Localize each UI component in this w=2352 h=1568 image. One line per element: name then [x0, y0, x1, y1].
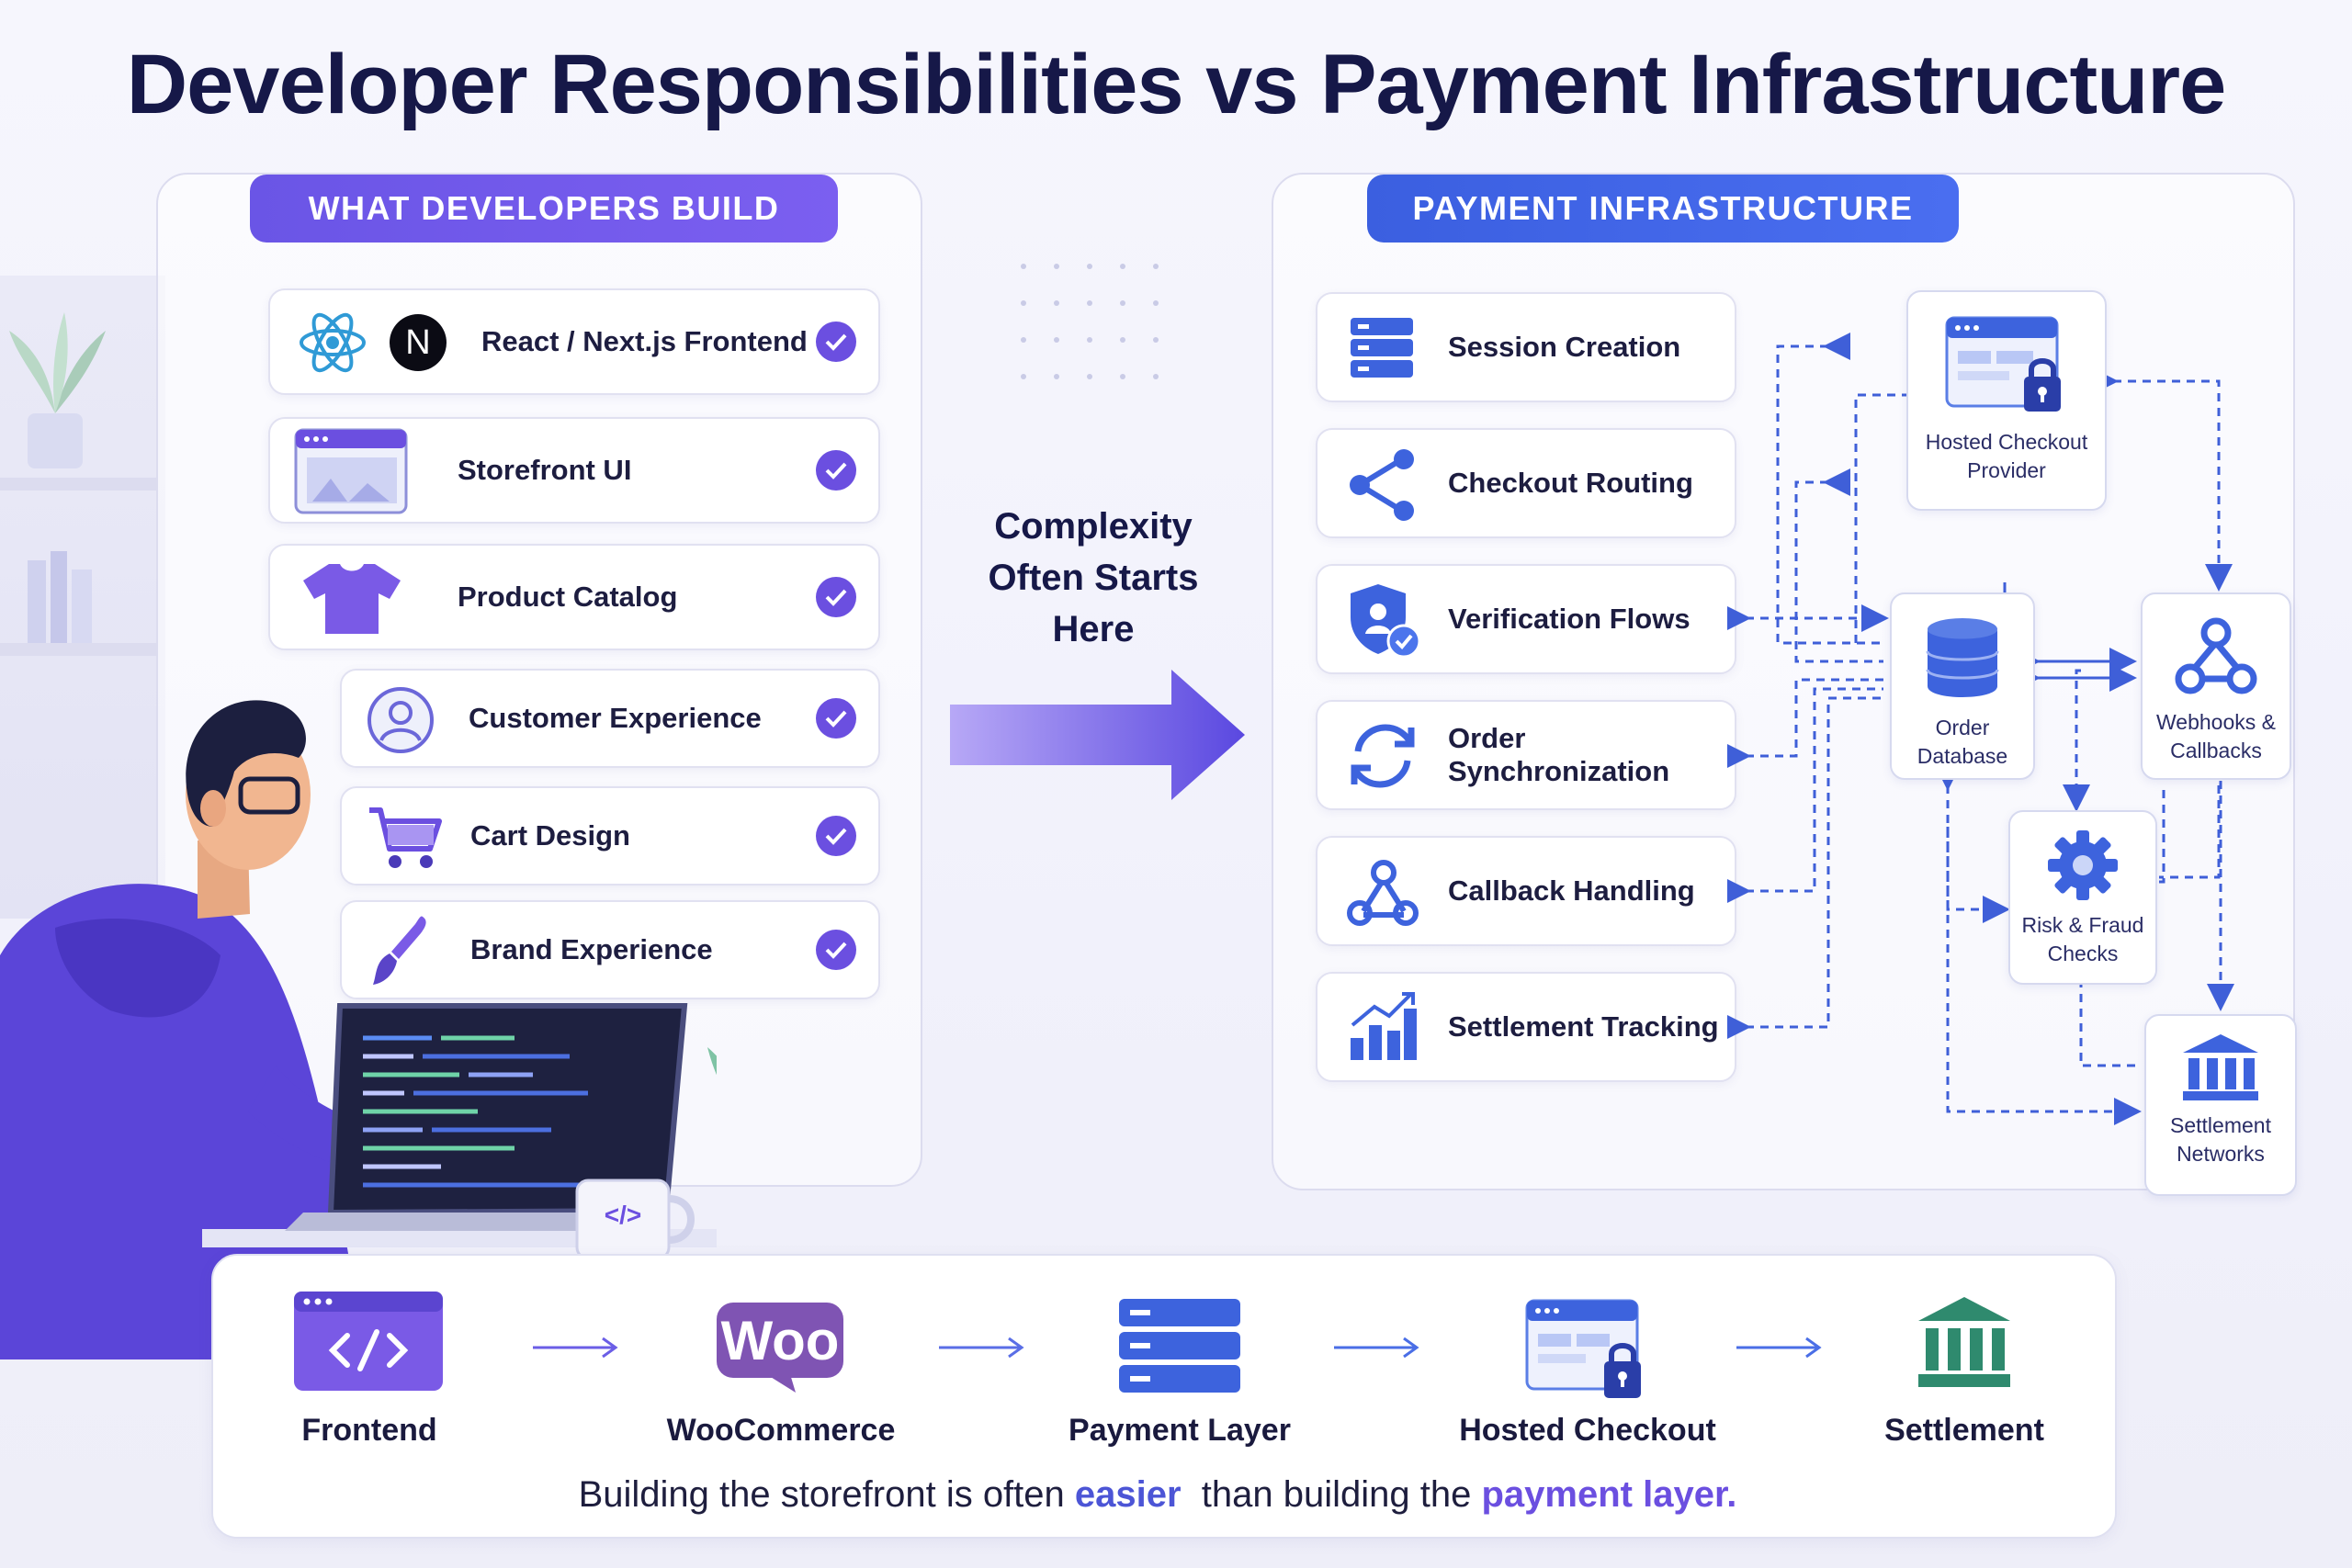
- infrastructure-connections: [1727, 333, 2234, 1125]
- check-icon: [816, 698, 856, 739]
- big-arrow-right-icon: [950, 670, 1245, 800]
- check-icon: [816, 816, 856, 856]
- decorative-dot-grid: [1021, 264, 1159, 379]
- dev-item-cart-design: Cart Design: [340, 786, 880, 886]
- complexity-callout: Complexity Often Starts Here: [956, 501, 1231, 655]
- share-nodes-icon: [1350, 449, 1414, 521]
- check-icon: [816, 577, 856, 617]
- payment-item-callback-handling: Callback Handling: [1316, 836, 1736, 946]
- gear-icon: [2048, 830, 2118, 900]
- shopping-cart-icon: [369, 807, 442, 868]
- dev-item-storefront-ui: Storefront UI: [268, 417, 880, 524]
- payment-item-checkout-routing: Checkout Routing: [1316, 428, 1736, 538]
- node-hosted-checkout-provider: Hosted Checkout Provider: [1906, 290, 2107, 511]
- dev-item-react-nextjs: N React / Next.js Frontend: [268, 288, 880, 395]
- nextjs-icon: N: [390, 314, 447, 371]
- payment-item-label: Verification Flows: [1448, 603, 1690, 635]
- dev-item-label: React / Next.js Frontend: [481, 325, 808, 357]
- flow-arrow-icon: [533, 1337, 618, 1359]
- check-icon: [816, 930, 856, 970]
- tagline-highlight-easier: easier: [1074, 1474, 1182, 1515]
- background-shelf: [0, 478, 156, 491]
- flow-arrow-icon: [1334, 1337, 1419, 1359]
- dev-item-label: Brand Experience: [470, 933, 713, 965]
- database-icon: [1926, 618, 1999, 697]
- node-label: Provider: [1967, 458, 2046, 482]
- server-stack-icon: [1351, 318, 1413, 378]
- node-risk-fraud-checks: Risk & Fraud Checks: [2008, 810, 2157, 985]
- developer-at-laptop-illustration: [0, 700, 717, 1359]
- server-stack-icon: [1119, 1299, 1240, 1393]
- node-label: Order: [1935, 716, 1990, 739]
- payment-item-label: Checkout Routing: [1448, 467, 1693, 499]
- bank-icon: [2183, 1034, 2258, 1100]
- browser-window-icon: [294, 428, 408, 514]
- complexity-line: Here: [1052, 609, 1135, 649]
- flow-step-label: Frontend: [301, 1413, 437, 1448]
- node-settlement-networks: Settlement Networks: [2144, 1014, 2297, 1196]
- dev-item-customer-experience: Customer Experience: [340, 669, 880, 768]
- background-shelf: [0, 643, 156, 656]
- node-label: Risk & Fraud: [2021, 913, 2144, 937]
- payment-item-label: Order Synchronization: [1448, 722, 1670, 787]
- flow-arrow-icon: [1736, 1337, 1822, 1359]
- tagline-highlight-payment-layer: payment layer.: [1481, 1474, 1737, 1515]
- tagline-text: than building the: [1181, 1474, 1482, 1515]
- secure-window-icon: [1945, 316, 2061, 412]
- flow-step-label: Payment Layer: [1069, 1413, 1291, 1448]
- dev-item-brand-experience: Brand Experience: [340, 900, 880, 999]
- flow-step-label: Settlement: [1884, 1413, 2044, 1448]
- complexity-line: Often Starts: [988, 558, 1199, 598]
- tagline-text: Building the storefront is often: [578, 1474, 1075, 1515]
- flow-step-label: Hosted Checkout: [1459, 1413, 1716, 1448]
- tagline: Building the storefront is often easier …: [0, 1474, 2315, 1516]
- dev-item-product-catalog: Product Catalog: [268, 544, 880, 650]
- dev-item-label: Cart Design: [470, 819, 630, 852]
- woo-logo-icon: Woo: [717, 1303, 843, 1378]
- payment-item-label: Session Creation: [1448, 331, 1681, 363]
- node-label: Database: [1917, 744, 2008, 768]
- node-label: Checks: [2047, 942, 2119, 965]
- check-icon: [816, 321, 856, 362]
- bar-chart-up-icon: [1351, 992, 1417, 1060]
- react-icon: [300, 312, 366, 373]
- payment-item-order-synchronization: Order Synchronization: [1316, 700, 1736, 810]
- node-label: Hosted Checkout: [1925, 430, 2088, 454]
- payment-item-label: Settlement Tracking: [1448, 1010, 1719, 1043]
- payment-panel-header: PAYMENT INFRASTRUCTURE: [1367, 175, 1959, 243]
- node-label: Callbacks: [2170, 739, 2262, 762]
- page-title: Developer Responsibilities vs Payment In…: [126, 38, 2227, 131]
- node-label: Settlement: [2170, 1113, 2271, 1137]
- shield-check-icon: [1351, 584, 1421, 659]
- background-plant-icon: [9, 312, 106, 468]
- flow-arrow-icon: [939, 1337, 1024, 1359]
- node-label: Networks: [2177, 1142, 2265, 1166]
- paintbrush-icon: [373, 916, 426, 985]
- sync-arrows-icon: [1351, 724, 1415, 788]
- payment-item-session-creation: Session Creation: [1316, 292, 1736, 402]
- dev-item-label: Customer Experience: [469, 702, 762, 734]
- flow-step-label: WooCommerce: [666, 1413, 896, 1448]
- tshirt-icon: [303, 564, 401, 634]
- dev-item-label: Product Catalog: [458, 581, 678, 613]
- code-window-icon: [294, 1292, 443, 1391]
- developer-panel-header: WHAT DEVELOPERS BUILD: [250, 175, 838, 243]
- dev-item-label: Storefront UI: [458, 454, 632, 486]
- node-webhooks-callbacks: Webhooks & Callbacks: [2141, 592, 2291, 780]
- webhook-icon: [2175, 617, 2257, 694]
- mug-code-label: </>: [604, 1201, 642, 1229]
- user-circle-icon: [368, 687, 434, 753]
- background-books-icon: [28, 551, 92, 643]
- complexity-line: Complexity: [994, 506, 1193, 547]
- payment-item-label: Callback Handling: [1448, 874, 1695, 907]
- secure-window-icon: [1525, 1299, 1641, 1398]
- bank-icon: [1918, 1297, 2010, 1387]
- payment-item-settlement-tracking: Settlement Tracking: [1316, 972, 1736, 1082]
- woo-logo-tail: [766, 1374, 796, 1393]
- check-icon: [816, 450, 856, 491]
- webhook-icon: [1347, 860, 1419, 926]
- node-order-database: Order Database: [1890, 592, 2035, 780]
- node-label: Webhooks &: [2156, 710, 2276, 734]
- payment-item-verification-flows: Verification Flows: [1316, 564, 1736, 674]
